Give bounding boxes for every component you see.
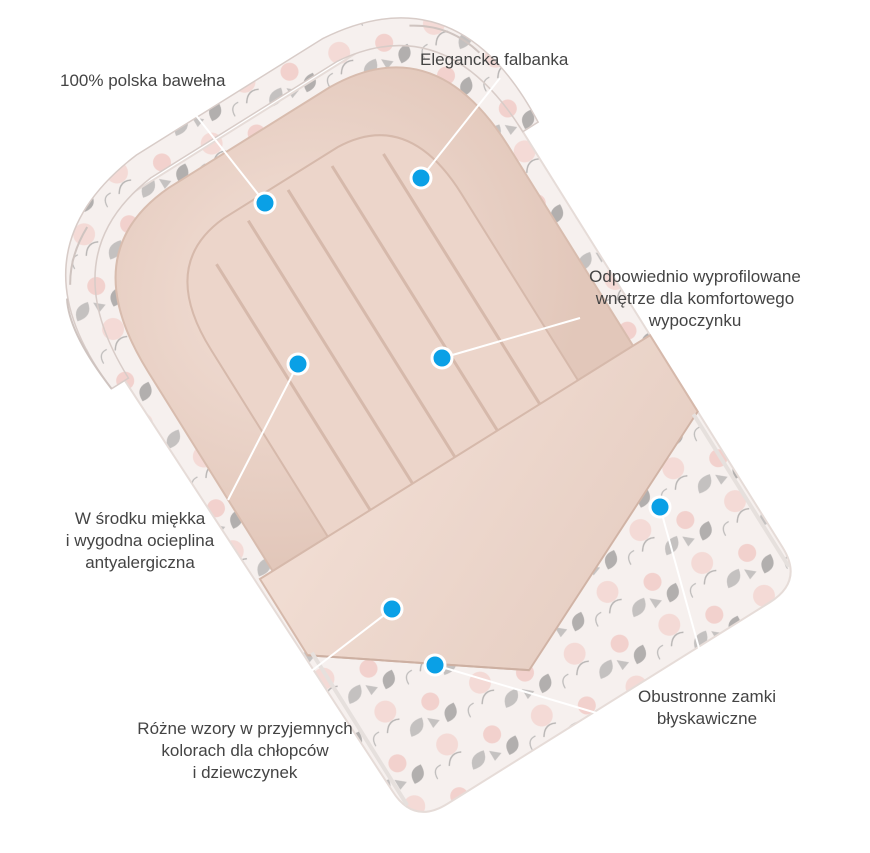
callout-profiled-line-2: wnętrze dla komfortowego: [595, 289, 795, 308]
callout-cotton-line-1: 100% polska bawełna: [60, 71, 226, 90]
leader-line-frill: [420, 77, 501, 179]
callout-filling: W środku miękka i wygodna ocieplina anty…: [40, 508, 240, 574]
leader-line-zippers-2: [434, 664, 621, 721]
callout-zippers-line-2: błyskawiczne: [656, 709, 758, 728]
baby-nest: [64, 17, 792, 813]
callout-patterns-line-2: kolorach dla chłopców: [161, 741, 329, 760]
leader-line-profiled: [441, 317, 581, 359]
callout-frill-line-1: Elegancka falbanka: [420, 50, 569, 69]
leader-line-cotton: [179, 94, 266, 204]
folded-flap: [258, 333, 699, 672]
callout-dot-filling: [286, 352, 310, 376]
zippers: [310, 413, 791, 807]
callout-profiled: Odpowiednio wyprofilowane wnętrze dla ko…: [560, 266, 830, 332]
callout-dots: [253, 166, 672, 677]
callout-patterns-line-3: i dziewczynek: [192, 763, 298, 782]
callout-patterns: Różne wzory w przyjemnych kolorach dla c…: [100, 718, 390, 784]
callout-filling-line-1: W środku miękka: [74, 509, 206, 528]
callout-dot-profiled: [430, 346, 454, 370]
callout-profiled-line-3: wypoczynku: [648, 311, 742, 330]
callout-zippers-line-1: Obustronne zamki: [638, 687, 776, 706]
callout-filling-line-2: i wygodna ocieplina: [65, 531, 215, 550]
callout-cotton: 100% polska bawełna: [60, 70, 225, 92]
callout-dot-cotton: [253, 191, 277, 215]
leader-line-zippers: [659, 506, 711, 689]
callout-dot-zipper-right: [648, 495, 672, 519]
leader-line-filling: [227, 363, 299, 501]
callout-dot-zipper-bottom: [423, 653, 447, 677]
callout-filling-line-3: antyalergiczna: [85, 553, 195, 572]
callout-dot-frill: [409, 166, 433, 190]
leader-lines: [179, 77, 711, 721]
callout-zippers: Obustronne zamki błyskawiczne: [607, 686, 807, 730]
callout-dot-patterns: [380, 597, 404, 621]
callout-profiled-line-1: Odpowiednio wyprofilowane: [589, 267, 801, 286]
callout-patterns-line-1: Różne wzory w przyjemnych: [137, 719, 353, 738]
frill: [64, 17, 540, 390]
leader-line-patterns: [257, 608, 393, 713]
callout-frill: Elegancka falbanka: [420, 49, 568, 71]
